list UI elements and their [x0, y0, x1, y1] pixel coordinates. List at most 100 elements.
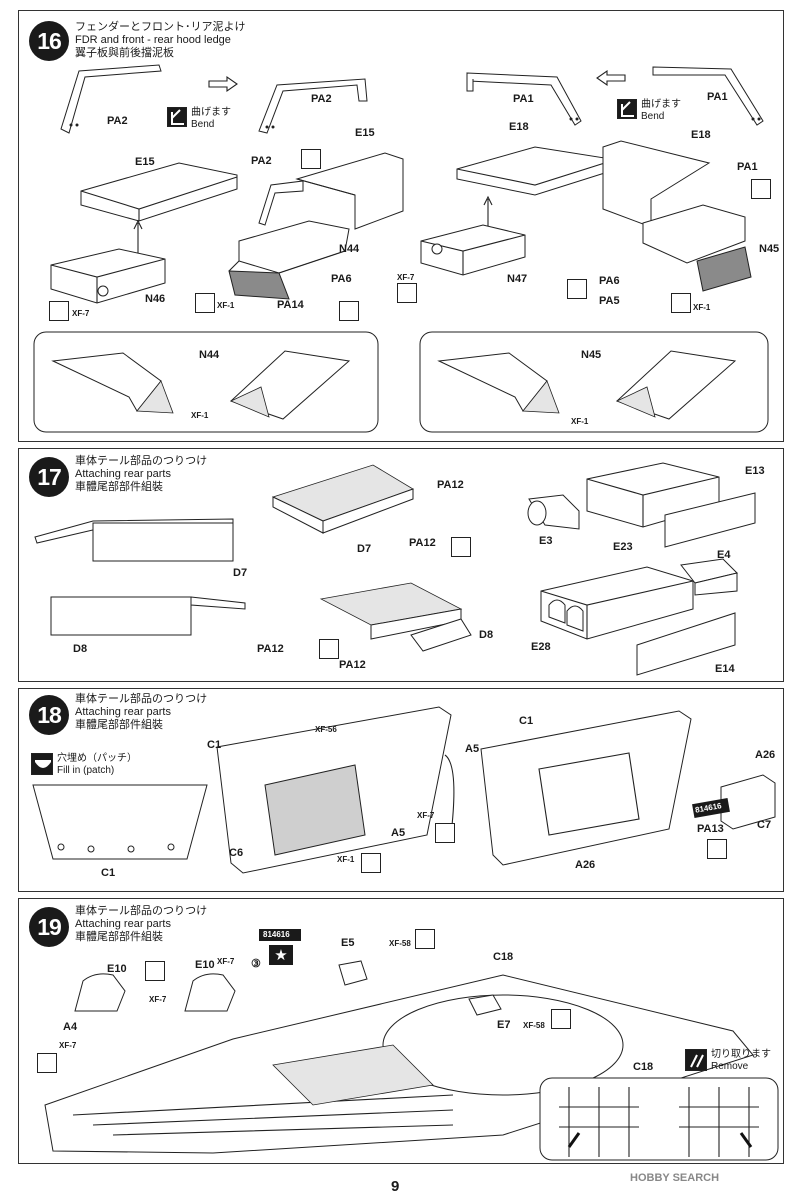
- part-label-n44-a: N44: [339, 243, 360, 255]
- hood-assembly-n44-drawing: [228, 220, 350, 300]
- part-label-pa1-c: PA1: [737, 161, 758, 173]
- paint-code-xf56: XF-56: [315, 725, 337, 734]
- step-17-title-jp: 車体テール部品のつりつけ: [75, 455, 208, 467]
- duct-e4-drawing: [680, 558, 738, 596]
- part-label-pa2-a: PA2: [107, 115, 128, 127]
- paint-brush-icon: [397, 283, 417, 303]
- part-label-pa12-a: PA12: [437, 479, 464, 491]
- paint-brush-icon: [361, 853, 381, 873]
- decal-number: 814616: [694, 801, 723, 815]
- step-18-number: 18: [29, 695, 69, 735]
- step-18-title: 車体テール部品のつりつけ Attaching rear parts 車體尾部部件…: [75, 693, 207, 732]
- step-19-title-cn: 車體尾部部件組裝: [75, 931, 163, 943]
- rear-plate-e18-drawing: [456, 146, 612, 196]
- part-label-e13: E13: [745, 465, 765, 477]
- paint-code-xf58-a: XF-58: [389, 939, 411, 948]
- part-label-a5-a: A5: [465, 743, 480, 755]
- paint-brush-icon: [195, 293, 215, 313]
- cut-remove-icon: [685, 1049, 707, 1071]
- rear-panel-c1-small-drawing: [32, 784, 208, 860]
- decal-number-box-19: 814616: [259, 929, 301, 941]
- part-label-a26-a: A26: [755, 749, 776, 761]
- step-16-title-cn: 翼子板與前後擋泥板: [75, 47, 174, 59]
- part-e7-drawing: [468, 994, 502, 1016]
- rear-hull-e15-drawing: [295, 152, 404, 230]
- bend-text-en: Bend: [191, 119, 215, 130]
- part-label-pa1-a: PA1: [513, 93, 534, 105]
- glue-icon: [567, 279, 587, 299]
- glue-icon: [707, 839, 727, 859]
- box-n47-drawing: [420, 224, 526, 276]
- paint-code-xf7-d: XF-7: [149, 995, 167, 1004]
- rear-plate-e15-drawing: [80, 162, 238, 222]
- decal-index: ③: [251, 958, 261, 970]
- fender-pa2-bent-drawing: [258, 78, 368, 134]
- pa2-small-drawing: [258, 180, 304, 226]
- remove-text-en: Remove: [711, 1061, 749, 1072]
- part-label-n45-b: N45: [581, 349, 602, 361]
- rear-hull-e18-drawing: [602, 140, 711, 228]
- rear-panel-c1-drawing: [216, 706, 455, 874]
- rear-plate-d8-side-drawing: [50, 596, 246, 636]
- part-e10-right-drawing: [184, 973, 236, 1012]
- paint-code-xf58-b: XF-58: [523, 1021, 545, 1030]
- part-label-a26-b: A26: [575, 859, 596, 871]
- step-19-title-jp: 車体テール部品のつりつけ: [75, 905, 208, 917]
- part-e10-left-drawing: [74, 973, 126, 1012]
- part-label-n46: N46: [145, 293, 166, 305]
- part-label-d8-a: D8: [73, 643, 88, 655]
- part-e5-drawing: [338, 960, 368, 986]
- step-19-panel: 19 車体テール部品のつりつけ Attaching rear parts 車體尾…: [18, 898, 784, 1164]
- part-label-n47: N47: [507, 273, 528, 285]
- rear-panel-c1-assembled-drawing: [480, 710, 692, 866]
- paint-code-xf1-b: XF-1: [693, 303, 711, 312]
- step-16-number: 16: [29, 21, 69, 61]
- step-17-title-en: Attaching rear parts: [75, 468, 171, 480]
- paint-brush-icon: [415, 929, 435, 949]
- duct-e3-drawing: [527, 494, 580, 530]
- part-label-e23: E23: [613, 541, 633, 553]
- step-17-title-cn: 車體尾部部件組裝: [75, 481, 163, 493]
- paint-code-xf1-a: XF-1: [217, 301, 235, 310]
- remove-text-jp: 切り取ります: [711, 1049, 771, 1060]
- part-label-e18-b: E18: [691, 129, 711, 141]
- step-19-title: 車体テール部品のつりつけ Attaching rear parts 車體尾部部件…: [75, 905, 207, 944]
- part-label-e7: E7: [497, 1019, 511, 1031]
- part-label-a4: A4: [63, 1021, 78, 1033]
- arrow-up-e15: [133, 219, 143, 257]
- panel-e14-drawing: [636, 612, 736, 676]
- fender-pa1-flat-drawing: [652, 66, 764, 126]
- part-label-pa12-d: PA12: [339, 659, 366, 671]
- glue-icon: [319, 639, 339, 659]
- rear-plate-d7-side-drawing: [34, 518, 234, 562]
- part-label-n45-a: N45: [759, 243, 780, 255]
- step-18-title-jp: 車体テール部品のつりつけ: [75, 693, 208, 705]
- watermark-text: HOBBY SEARCH: [630, 1172, 720, 1184]
- step-17-panel: 17 車体テール部品のつりつけ Attaching rear parts 車體尾…: [18, 448, 784, 682]
- glue-icon: [451, 537, 471, 557]
- step-18-title-en: Attaching rear parts: [75, 706, 171, 718]
- step-16-title-jp: フェンダーとフロント･リア泥よけ: [75, 21, 246, 33]
- part-label-pa12-b: PA12: [409, 537, 436, 549]
- glue-icon: [339, 301, 359, 321]
- paint-code-xf1-d: XF-1: [571, 417, 589, 426]
- part-label-c1-c: C1: [519, 715, 534, 727]
- part-label-pa6-b: PA6: [599, 275, 620, 287]
- part-label-pa14: PA14: [277, 299, 304, 311]
- part-label-pa6-a: PA6: [331, 273, 352, 285]
- part-label-pa13: PA13: [697, 823, 724, 835]
- step-18-title-cn: 車體尾部部件組裝: [75, 719, 163, 731]
- part-label-d7-b: D7: [357, 543, 372, 555]
- decal-number-19: 814616: [263, 930, 290, 939]
- star-decal-icon: ★: [269, 945, 293, 965]
- glue-icon: [301, 149, 321, 169]
- panel-e13-drawing: [664, 492, 756, 548]
- detail-box-n44: [33, 331, 379, 433]
- part-label-c7: C7: [757, 819, 772, 831]
- part-label-e14: E14: [715, 663, 735, 675]
- paint-brush-icon: [671, 293, 691, 313]
- paint-brush-icon: [145, 961, 165, 981]
- part-label-c1-a: C1: [101, 867, 116, 879]
- step-19-title-en: Attaching rear parts: [75, 918, 171, 930]
- paint-brush-icon: [435, 823, 455, 843]
